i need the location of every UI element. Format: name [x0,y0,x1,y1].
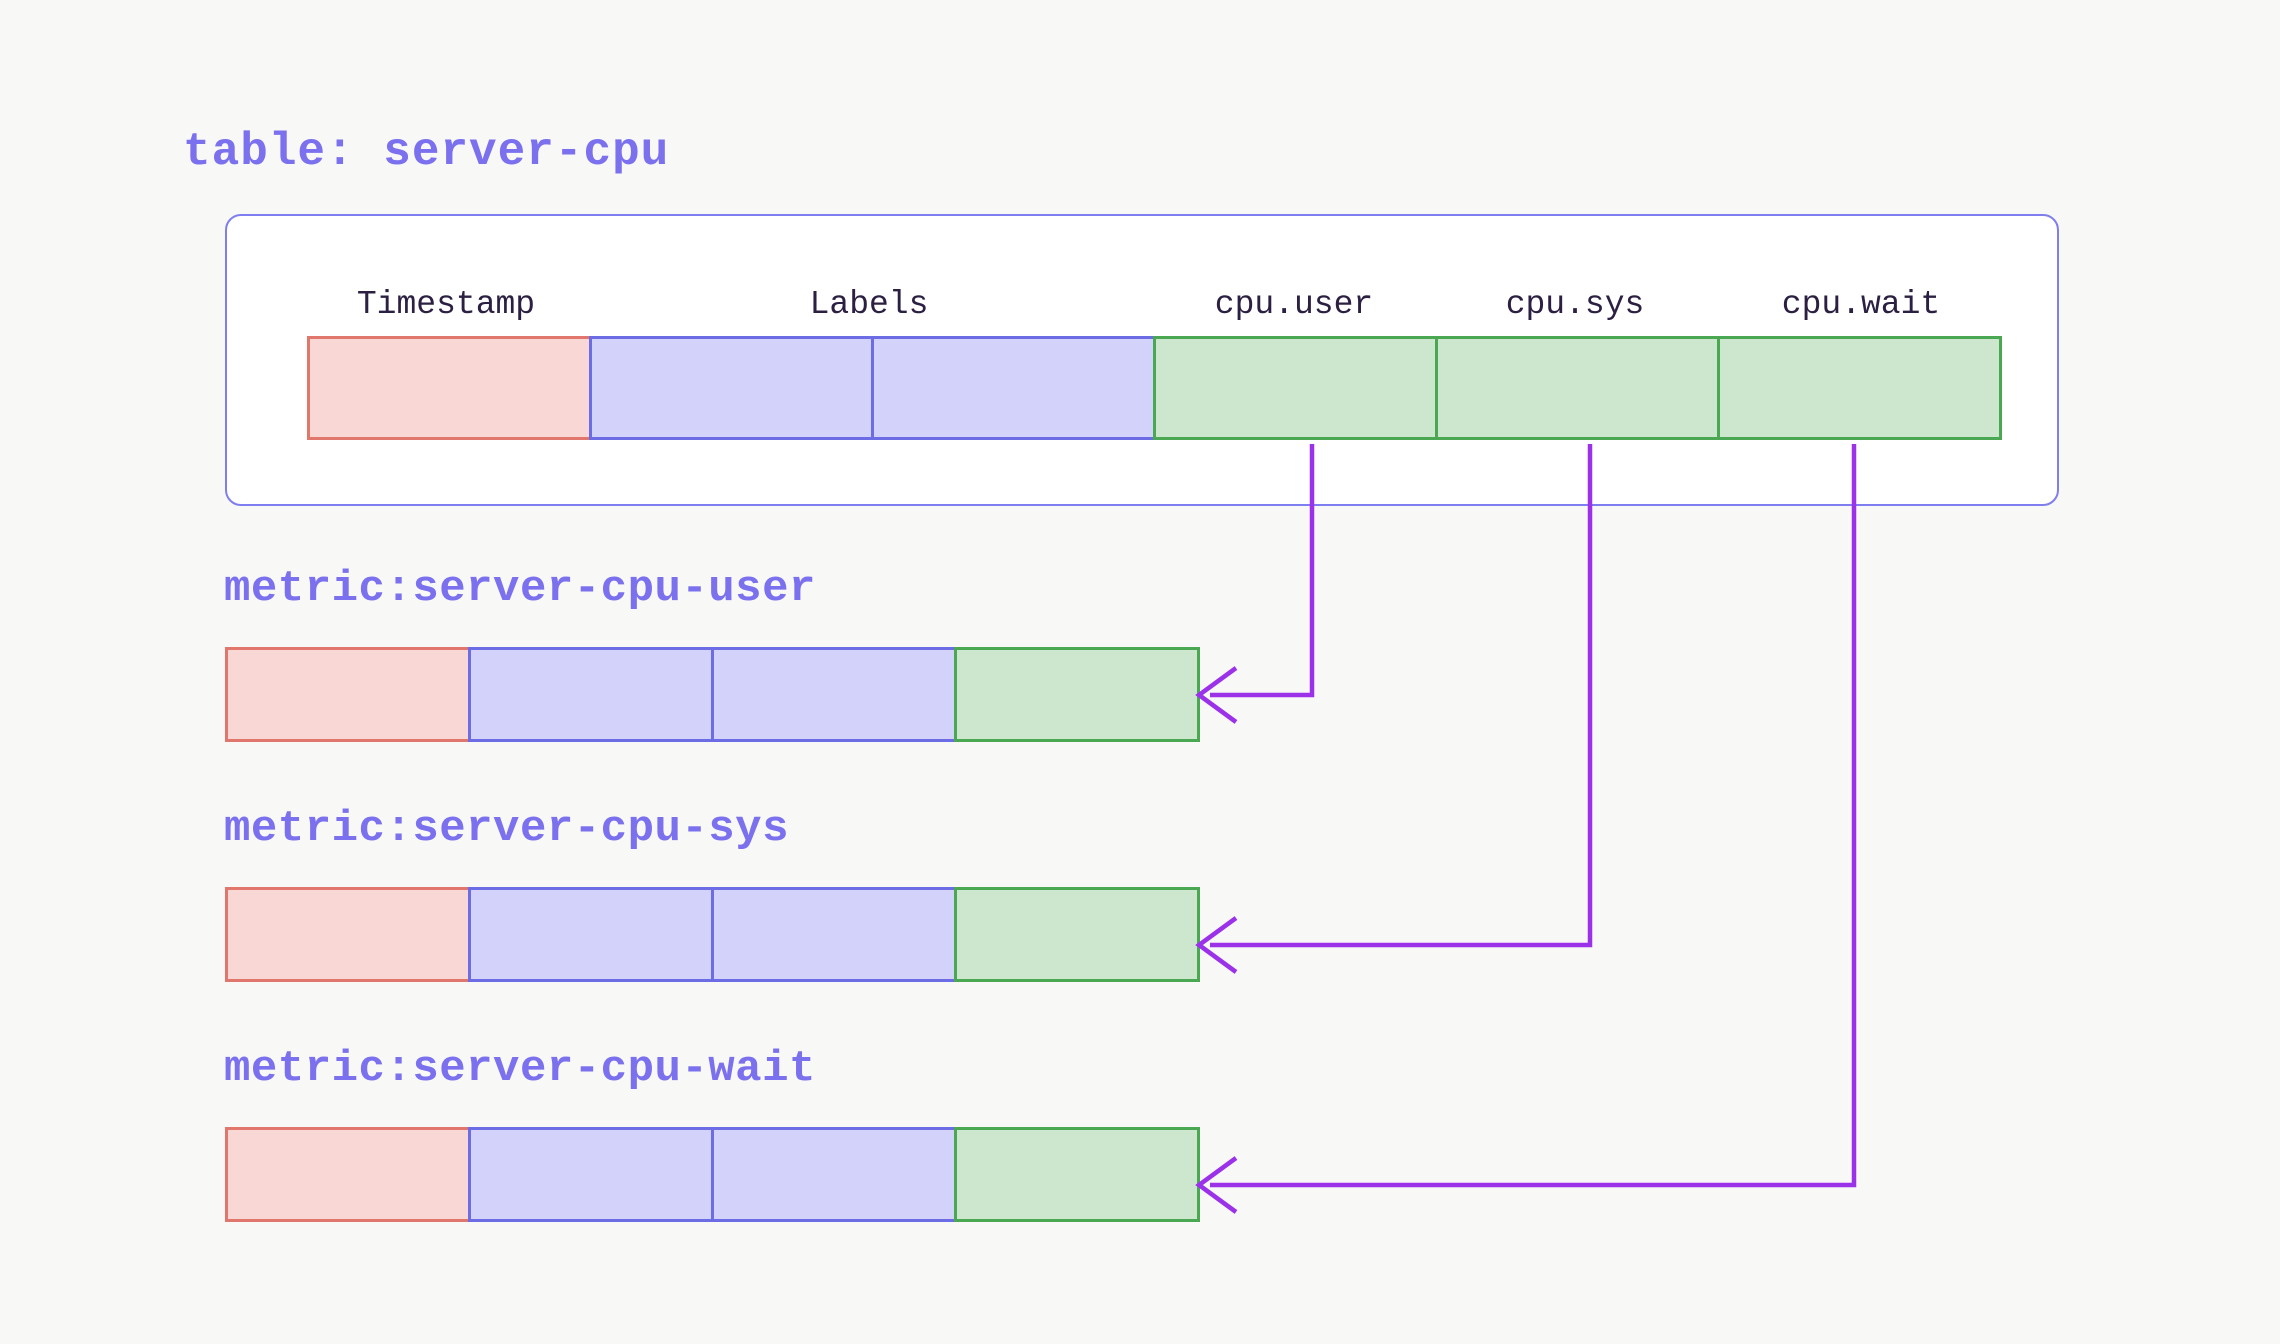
cell-cpu-wait [1717,336,2002,440]
metric-cell-value [954,647,1200,742]
column-header-timestamp: Timestamp [356,286,536,323]
metric-cell-labels-1 [468,887,714,982]
table-row [307,336,2002,440]
arrow-cpu-wait-to-metric [1195,444,1857,1214]
cell-labels-2 [871,336,1156,440]
metric-cell-labels-2 [711,647,957,742]
metric-cell-labels-1 [468,647,714,742]
metric-cell-value [954,887,1200,982]
cell-labels-1 [589,336,874,440]
metric-title-server-cpu-sys: metric:server-cpu-sys [224,804,789,854]
metric-cell-timestamp [225,647,471,742]
cell-cpu-sys [1435,336,1720,440]
metric-cell-labels-1 [468,1127,714,1222]
column-header-labels: Labels [809,286,929,323]
metric-cell-labels-2 [711,887,957,982]
arrowhead-left-icon [1195,666,1238,724]
cell-timestamp [307,336,592,440]
arrowhead-left-icon [1195,916,1238,974]
column-header-cpu-user: cpu.user [1214,286,1374,323]
metric-cell-timestamp [225,887,471,982]
column-header-cpu-sys: cpu.sys [1505,286,1645,323]
cell-cpu-user [1153,336,1438,440]
metric-row-server-cpu-wait [225,1127,1200,1222]
arrow-cpu-sys-to-metric [1195,444,1593,974]
metric-row-server-cpu-user [225,647,1200,742]
metric-cell-value [954,1127,1200,1222]
column-header-cpu-wait: cpu.wait [1781,286,1941,323]
table-title: table: server-cpu [183,126,670,178]
metric-cell-timestamp [225,1127,471,1222]
metric-title-server-cpu-user: metric:server-cpu-user [224,564,816,614]
metric-cell-labels-2 [711,1127,957,1222]
metric-row-server-cpu-sys [225,887,1200,982]
metric-title-server-cpu-wait: metric:server-cpu-wait [224,1044,816,1094]
arrowhead-left-icon [1195,1156,1238,1214]
